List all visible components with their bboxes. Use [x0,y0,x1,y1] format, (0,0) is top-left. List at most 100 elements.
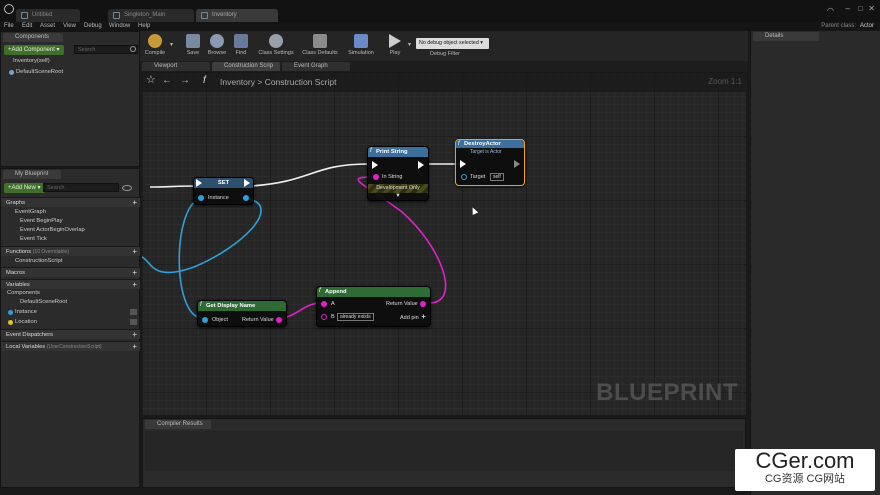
target-self-value[interactable]: self [490,173,504,181]
menu-debug[interactable]: Debug [84,23,102,29]
minimize-button[interactable]: – [845,4,850,13]
play-options-dropdown[interactable]: ▾ [408,42,412,48]
exec-in-pin[interactable] [460,160,466,168]
tab-event-graph[interactable]: Event Graph [282,62,350,71]
compiler-output-area[interactable] [145,431,743,471]
component-item[interactable]: DefaultSceneRoot [16,69,64,75]
function-item[interactable]: ConstructionScript [15,258,63,264]
tab-event-graph-label: Event Graph [294,63,328,69]
variables-header[interactable]: Variables+ [1,279,140,289]
play-button[interactable]: Play [380,32,410,60]
add-pin-icon[interactable]: + [421,312,426,321]
menu-asset[interactable]: Asset [40,23,56,29]
component-root[interactable]: Inventory(self) [13,58,50,64]
menu-view[interactable]: View [63,23,76,29]
add-dispatcher-icon[interactable]: + [132,330,137,339]
graph-canvas[interactable]: SET Instance Print String f In String De… [142,72,746,415]
add-local-variable-icon[interactable]: + [132,342,137,351]
compile-button[interactable]: Compile [140,32,170,60]
append-b-pin[interactable] [321,314,327,320]
menu-file[interactable]: File [4,23,14,29]
in-string-pin[interactable] [373,174,379,180]
graph-item[interactable]: Event Tick [20,236,47,242]
doc-tab-inventory[interactable]: Inventory [196,9,278,22]
graph-item[interactable]: EventGraph [15,209,46,215]
my-blueprint-search-input[interactable]: Search [43,183,119,192]
add-macro-icon[interactable]: + [132,268,137,277]
add-function-icon[interactable]: + [132,247,137,256]
instance-pin-label: Instance [208,195,229,201]
browse-button[interactable]: Browse [202,32,232,60]
destroy-actor-node[interactable]: DestroyActor Target is Actor f Target se… [455,139,525,186]
add-graph-icon[interactable]: + [132,198,137,207]
find-button[interactable]: Find [226,32,256,60]
class-defaults-button[interactable]: Class Defaults [300,32,340,60]
macros-header[interactable]: Macros+ [1,267,140,277]
target-pin[interactable] [461,174,467,180]
tab-construction-script[interactable]: Construction Scrip [212,62,280,71]
components-search-input[interactable]: Search [74,45,138,54]
graph-item[interactable]: Event BeginPlay [20,218,63,224]
local-variables-header[interactable]: Local Variables (UserConstructionScript)… [1,341,140,351]
instance-out-pin[interactable] [243,195,249,201]
graph-item[interactable]: Event ActorBeginOverlap [20,227,85,233]
parent-class-label: Parent class: [821,23,856,29]
components-subheader[interactable]: Components [7,290,40,296]
instance-in-pin[interactable] [198,195,204,201]
graphs-header[interactable]: Graphs+ [1,197,140,207]
visibility-icon[interactable] [130,319,137,325]
append-b-value[interactable]: already exists [337,313,374,321]
print-string-node[interactable]: Print String f In String Development Onl… [367,146,429,201]
return-value-pin[interactable] [276,317,282,323]
add-pin-label[interactable]: Add pin [400,315,419,321]
back-arrow-icon[interactable]: ← [162,75,172,86]
get-display-name-node[interactable]: Get Display Name f Object Return Value [197,300,287,327]
exec-in-pin[interactable] [372,161,378,169]
debug-object-select[interactable]: No debug object selected ▾ [416,38,489,49]
menu-help[interactable]: Help [138,23,151,29]
menu-edit[interactable]: Edit [22,23,33,29]
class-settings-button[interactable]: Class Settings [256,32,296,60]
append-a-pin[interactable] [321,301,327,307]
object-pin[interactable] [202,317,208,323]
forward-arrow-icon[interactable]: → [180,75,190,86]
add-variable-icon[interactable]: + [132,280,137,289]
event-dispatchers-header[interactable]: Event Dispatchers+ [1,329,140,339]
find-icon [234,34,248,48]
close-button[interactable]: ✕ [868,4,875,13]
functions-header[interactable]: Functions (10 Overridable)+ [1,246,140,256]
favorite-star-icon[interactable]: ☆ [146,74,156,86]
variable-item[interactable]: Instance [15,309,37,315]
components-tab[interactable]: Components [3,33,63,42]
exec-in-pin[interactable] [196,179,202,187]
variable-item[interactable]: Location [15,319,37,325]
expand-arrow-icon[interactable]: ▼ [395,193,401,199]
details-tab[interactable]: Details [753,32,819,41]
simulation-button[interactable]: Simulation [344,32,378,60]
my-blueprint-tab[interactable]: My Blueprint [3,170,61,179]
menu-window[interactable]: Window [109,23,131,29]
blueprint-icon [113,12,120,19]
exec-out-pin[interactable] [514,160,520,168]
add-new-button[interactable]: +Add New ▾ [4,183,45,193]
save-button[interactable]: Save [178,32,208,60]
append-node[interactable]: Append f A B already exists Return Value… [316,286,431,327]
variable-item[interactable]: DefaultSceneRoot [20,299,68,305]
maximize-button[interactable]: □ [858,4,863,13]
parent-class-value[interactable]: Actor [859,23,874,29]
simulation-icon [354,34,368,48]
append-return-pin[interactable] [420,301,426,307]
add-component-button[interactable]: +Add Component ▾ [4,45,64,55]
visibility-icon[interactable] [130,309,137,315]
tab-viewport[interactable]: Viewport [142,62,210,71]
breadcrumb-root[interactable]: Inventory [220,77,255,87]
doc-tab-untitled[interactable]: Untitled [16,9,80,22]
exec-out-pin[interactable] [244,179,250,187]
set-node[interactable]: SET Instance [193,177,254,205]
exec-out-pin[interactable] [418,161,424,169]
compiler-results-tab[interactable]: Compiler Results [145,420,211,429]
compile-options-dropdown[interactable]: ▾ [170,42,174,48]
append-return-label: Return Value [386,301,418,307]
doc-tab-singleton[interactable]: Singleton_Main [108,9,194,22]
eye-icon[interactable] [122,185,132,191]
